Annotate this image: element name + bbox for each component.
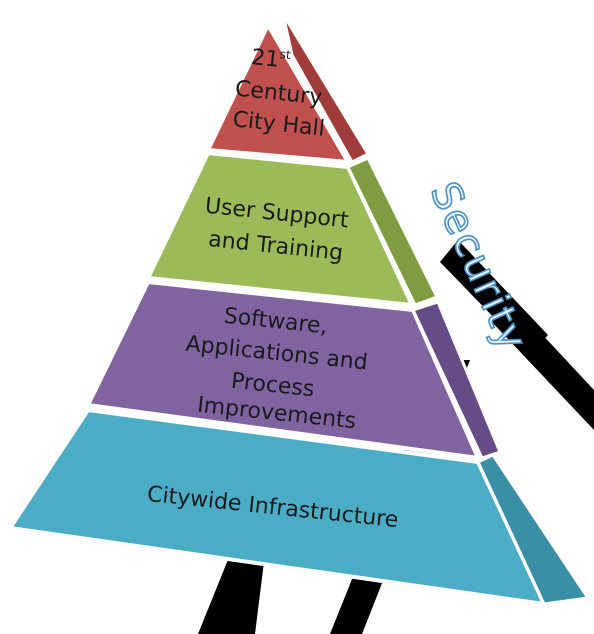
tier-second-front: [146, 151, 414, 307]
tier-top-side: [281, 12, 370, 164]
tier-third: [86, 280, 502, 460]
tier-top-front: [206, 23, 350, 164]
tier-top: [206, 12, 370, 164]
tier-second-side: [346, 156, 439, 307]
tier-top-line-1-sup: st: [279, 47, 292, 62]
tier-bottom: [8, 408, 590, 606]
tier-third-side: [411, 300, 502, 460]
tier-third-front: [86, 280, 480, 460]
tier-top-line-1: 21st: [250, 44, 292, 74]
watermark-letter-t-bar-right: [490, 300, 594, 430]
tier-second: [146, 151, 439, 307]
tier-top-line-1-base: 21: [250, 45, 280, 73]
